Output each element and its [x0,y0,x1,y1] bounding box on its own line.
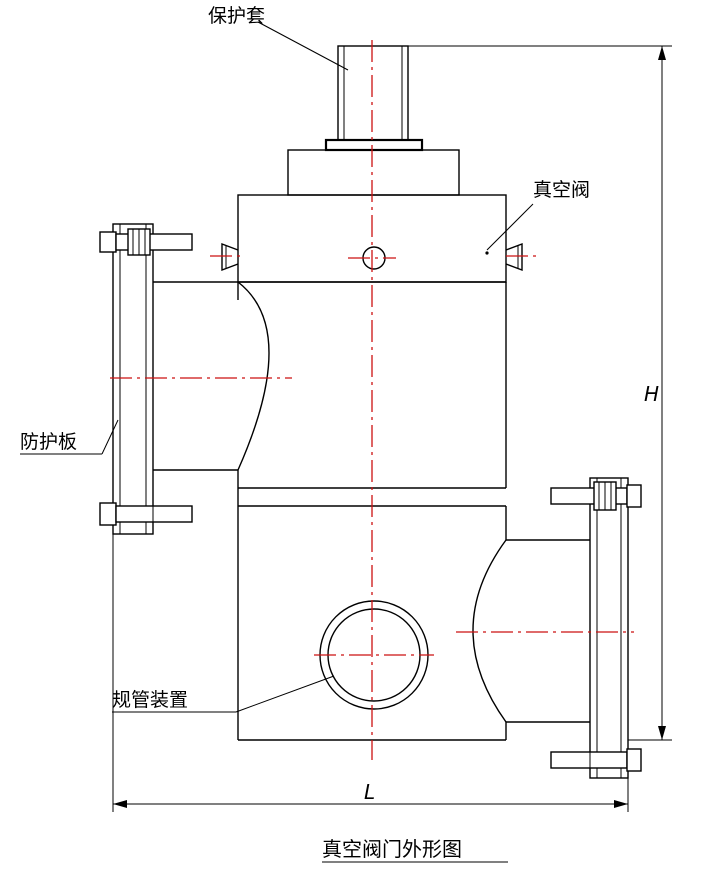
dimension-height: H [408,45,672,741]
centerlines [110,40,634,760]
left-guard-plate [99,223,193,535]
label-gauge-device: 规管装置 [112,689,188,711]
label-protective-cover: 保护套 [208,5,265,27]
dimension-l-label: L [364,780,375,804]
left-side-port [153,281,270,471]
leader-lines [20,21,534,713]
label-guard-plate: 防护板 [20,431,77,453]
dimension-h-label: H [644,382,659,406]
dimension-length: L [112,534,629,812]
right-guard-plate [550,477,642,779]
label-vacuum-valve: 真空阀 [533,179,590,201]
drawing-caption: 真空阀门外形图 [322,837,462,861]
protective-cover [287,45,460,196]
right-side-port [472,539,590,723]
